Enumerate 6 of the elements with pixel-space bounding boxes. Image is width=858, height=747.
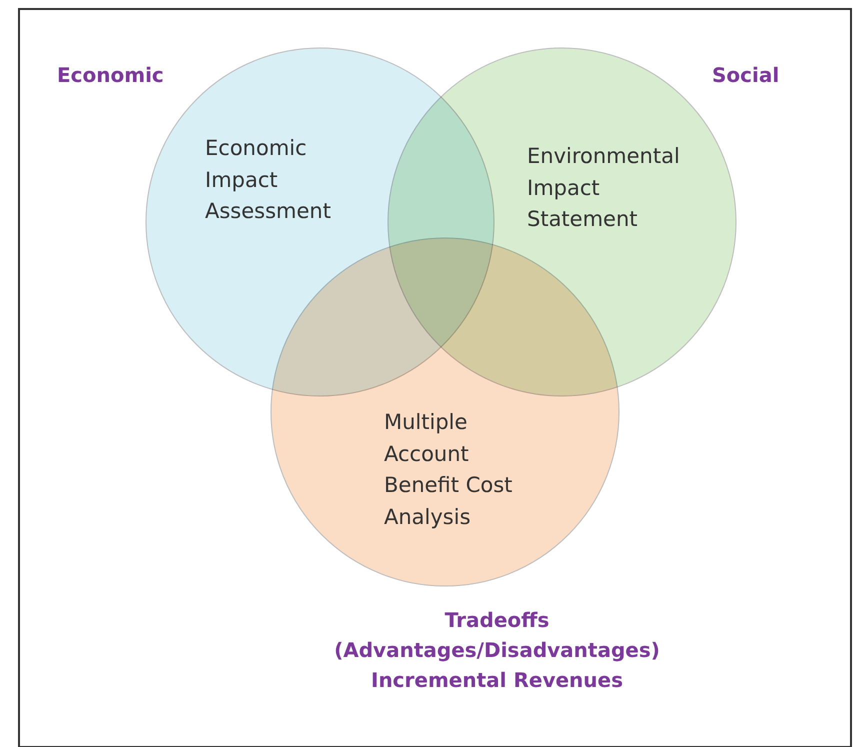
- set-heading: Economic: [57, 62, 165, 89]
- set-label: Multiple Account Benefit Cost Analysis: [384, 409, 514, 530]
- set-label: Economic Impact Assessment: [205, 135, 332, 225]
- set-label: Environmental Impact Statement: [527, 143, 681, 233]
- set-heading: Social: [712, 62, 780, 89]
- set-heading: Tradeoffs (Advantages/Disadvantages) Incremental Revenues: [333, 607, 661, 694]
